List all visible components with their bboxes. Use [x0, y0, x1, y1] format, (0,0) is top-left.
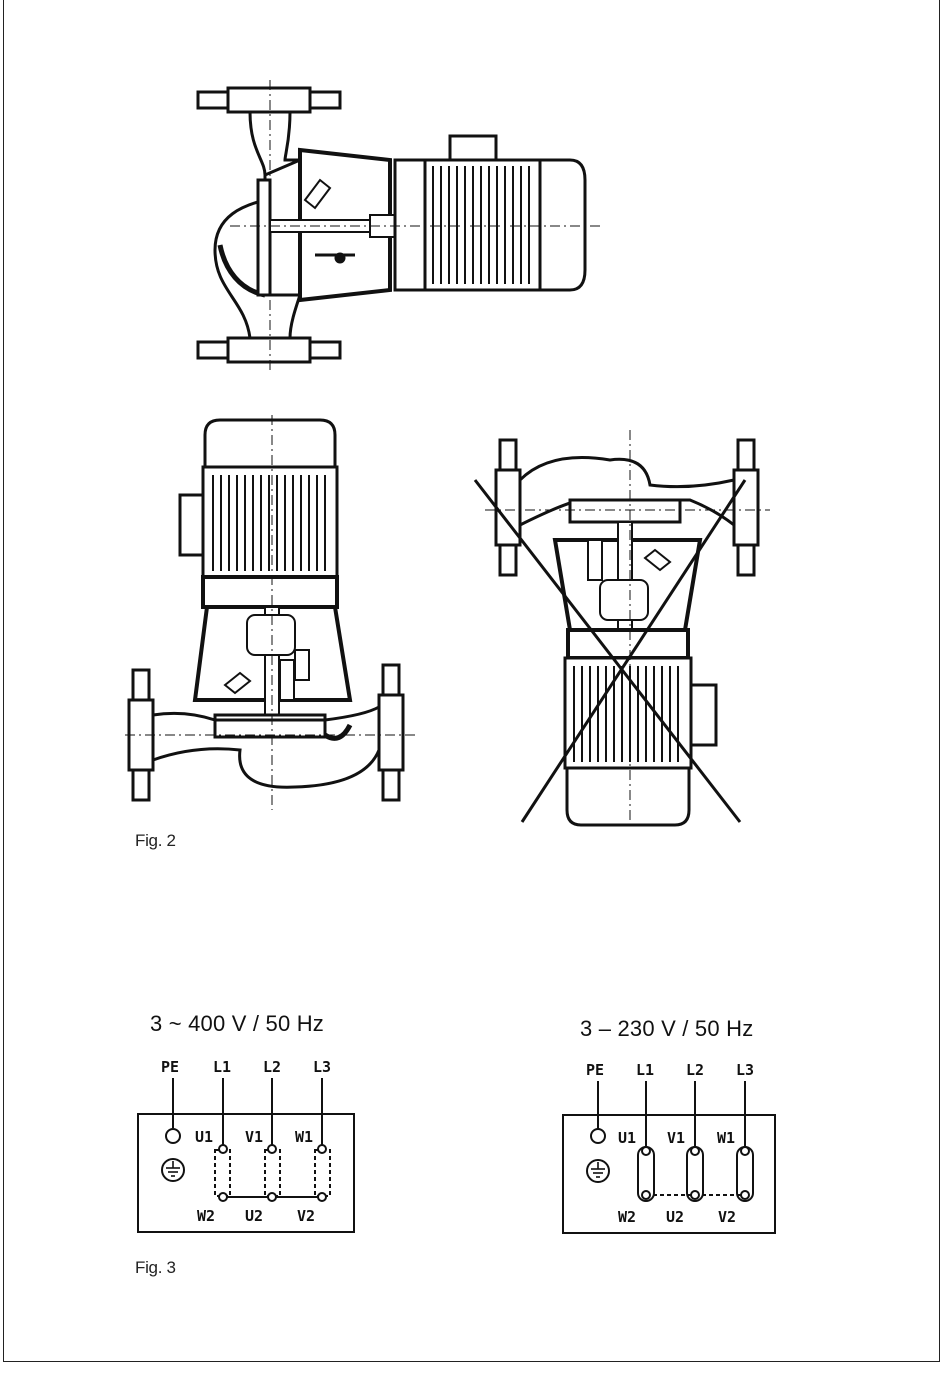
- wiring-400-terminal-w2: W2: [197, 1207, 215, 1225]
- wiring-230-diagram: PE L1 L2 L3 U1 V1 W1 W2 U2 V2: [560, 1055, 785, 1245]
- fig2-caption: Fig. 2: [135, 831, 176, 851]
- wiring-230-terminal-w1: W1: [717, 1129, 735, 1147]
- wiring-400-line-l1: L1: [213, 1058, 231, 1076]
- wiring-400-line-l2: L2: [263, 1058, 281, 1076]
- wiring-230-line-l2: L2: [686, 1061, 704, 1079]
- wiring-230-terminal-u1: U1: [618, 1129, 636, 1147]
- pump-vertical-correct-drawing: [125, 415, 415, 810]
- wiring-230-terminal-v1: V1: [667, 1129, 685, 1147]
- pump-vertical-incorrect-drawing: [470, 430, 770, 830]
- wiring-400-terminal-v1: V1: [245, 1128, 263, 1146]
- wiring-400-terminal-u2: U2: [245, 1207, 263, 1225]
- fig3-caption: Fig. 3: [135, 1258, 176, 1278]
- wiring-230-line-l1: L1: [636, 1061, 654, 1079]
- wiring-230-title: 3 – 230 V / 50 Hz: [580, 1016, 753, 1042]
- wiring-400-title: 3 ~ 400 V / 50 Hz: [150, 1011, 324, 1037]
- wiring-400-line-l3: L3: [313, 1058, 331, 1076]
- wiring-400-line-pe: PE: [161, 1058, 179, 1076]
- wiring-400-terminal-u1: U1: [195, 1128, 213, 1146]
- wiring-400-diagram: PE L1 L2 L3 U1 V1 W1 W2 U2 V2: [135, 1050, 360, 1240]
- wiring-230-line-pe: PE: [586, 1061, 604, 1079]
- pump-horizontal-drawing: [190, 80, 600, 370]
- wiring-400-terminal-v2: V2: [297, 1207, 315, 1225]
- wiring-230-terminal-w2: W2: [618, 1208, 636, 1226]
- wiring-230-terminal-u2: U2: [666, 1208, 684, 1226]
- wiring-230-terminal-v2: V2: [718, 1208, 736, 1226]
- wiring-400-terminal-w1: W1: [295, 1128, 313, 1146]
- wiring-230-line-l3: L3: [736, 1061, 754, 1079]
